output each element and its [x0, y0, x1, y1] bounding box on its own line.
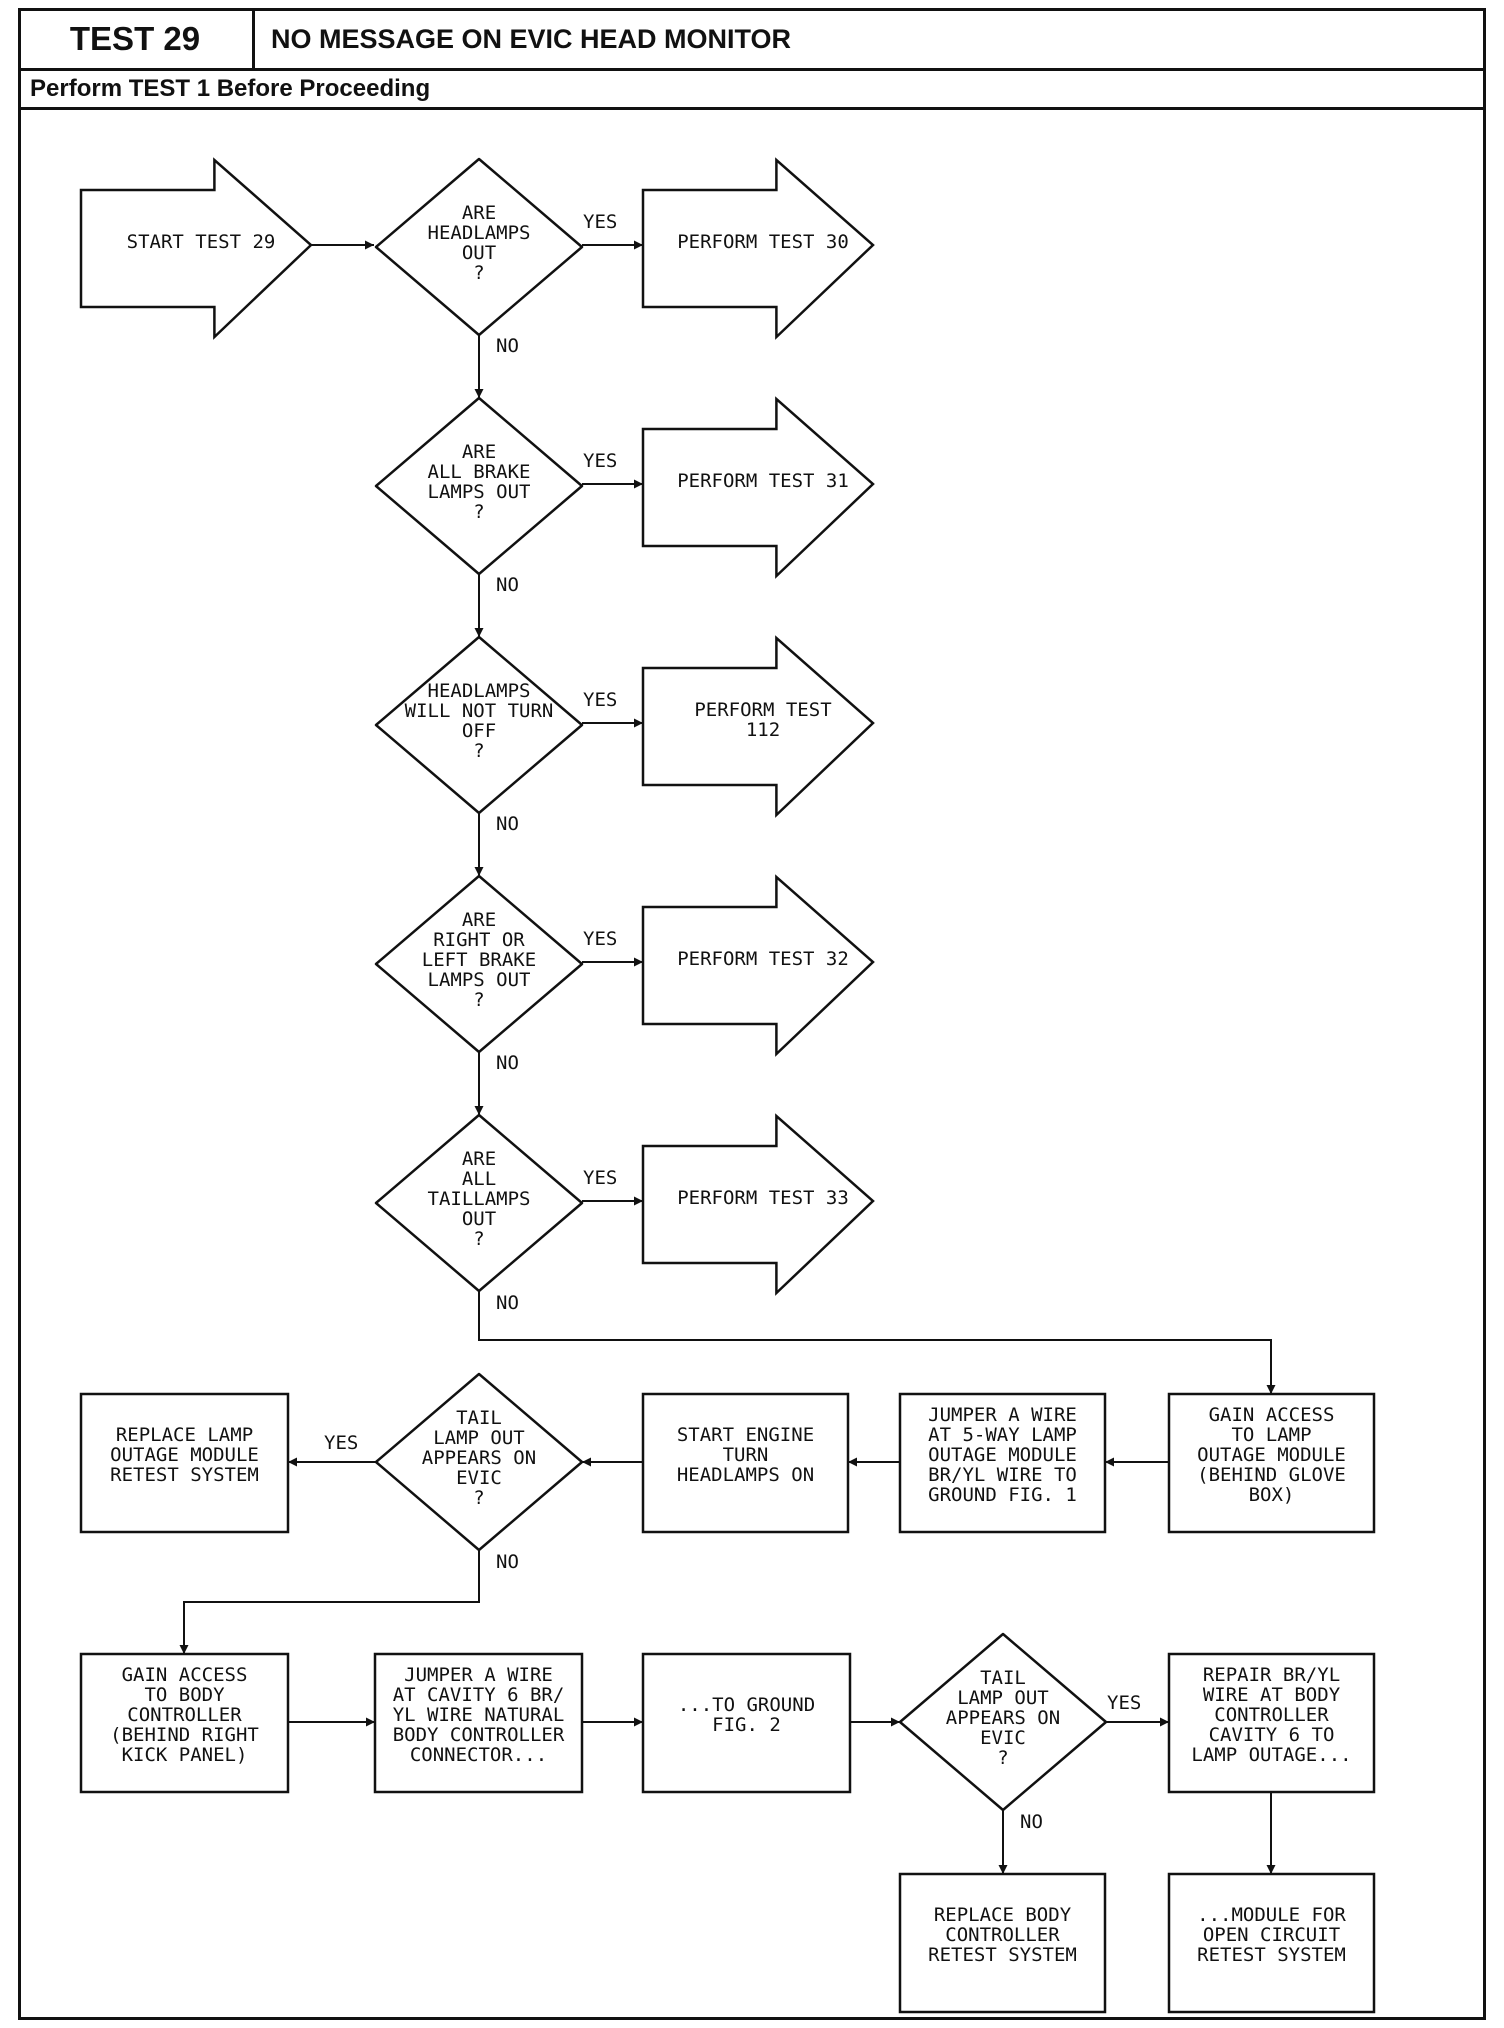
q5-no-label: NO — [496, 1292, 519, 1314]
q1-no-label: NO — [496, 335, 519, 357]
header-divider — [18, 107, 1486, 110]
test-number: TEST 29 — [18, 8, 255, 70]
perform-test-31-label: PERFORM TEST 31 — [677, 470, 849, 492]
perform-test-112-shape — [641, 635, 875, 818]
q6-yes-label: YES — [324, 1432, 358, 1454]
q7-yes-label: YES — [1107, 1692, 1141, 1714]
replace-body-controller-shape — [898, 1872, 1107, 2014]
q3-yes-label: YES — [583, 689, 617, 711]
decision-headlamps-not-off-shape — [374, 635, 584, 815]
perform-test-33-label: PERFORM TEST 33 — [677, 1187, 849, 1209]
q7-no-label: NO — [1020, 1811, 1043, 1833]
decision-right-left-brake-shape — [374, 874, 584, 1054]
page-title: NO MESSAGE ON EVIC HEAD MONITOR — [271, 23, 792, 54]
q2-no-label: NO — [496, 574, 519, 596]
perform-test-30-label: PERFORM TEST 30 — [677, 231, 849, 253]
replace-lamp-module-shape — [79, 1392, 290, 1534]
perform-test-32-label: PERFORM TEST 32 — [677, 948, 849, 970]
perform-test-33-shape — [641, 1113, 875, 1296]
start-test-29-label: START TEST 29 — [127, 231, 276, 253]
connector-q6-no — [179, 1550, 480, 1654]
prerequisite-note: Perform TEST 1 Before Proceeding — [30, 75, 431, 102]
gain-access-body-controller-shape — [79, 1652, 290, 1794]
to-ground-fig-2-shape — [641, 1652, 852, 1794]
connector-q5-no — [478, 1291, 1276, 1394]
gain-access-lamp-module-shape — [1167, 1392, 1376, 1534]
decision-headlamps-out-shape — [374, 157, 584, 337]
q2-yes-label: YES — [583, 450, 617, 472]
start-engine-headlamps-shape — [641, 1392, 850, 1534]
start-test-29-shape — [79, 157, 313, 340]
q1-yes-label: YES — [583, 211, 617, 233]
q6-no-label: NO — [496, 1551, 519, 1573]
decision-tail-lamp-evic-2-shape — [898, 1632, 1108, 1812]
page-border — [18, 8, 1486, 2020]
decision-brake-lamps-out-shape — [374, 396, 584, 576]
perform-test-31-shape — [641, 396, 875, 579]
q4-yes-label: YES — [583, 928, 617, 950]
q3-no-label: NO — [496, 813, 519, 835]
perform-test-32-shape — [641, 874, 875, 1057]
jumper-cavity-6-shape — [373, 1652, 584, 1794]
module-open-circuit-shape — [1167, 1872, 1376, 2014]
q4-no-label: NO — [496, 1052, 519, 1074]
header-divider — [18, 68, 1486, 71]
perform-test-30-shape — [641, 157, 875, 340]
decision-tail-lamp-evic-shape — [374, 1372, 584, 1552]
repair-br-yl-wire-shape — [1167, 1652, 1376, 1794]
decision-taillamps-out-shape — [374, 1113, 584, 1293]
jumper-5way-wire-shape — [898, 1392, 1107, 1534]
q5-yes-label: YES — [583, 1167, 617, 1189]
